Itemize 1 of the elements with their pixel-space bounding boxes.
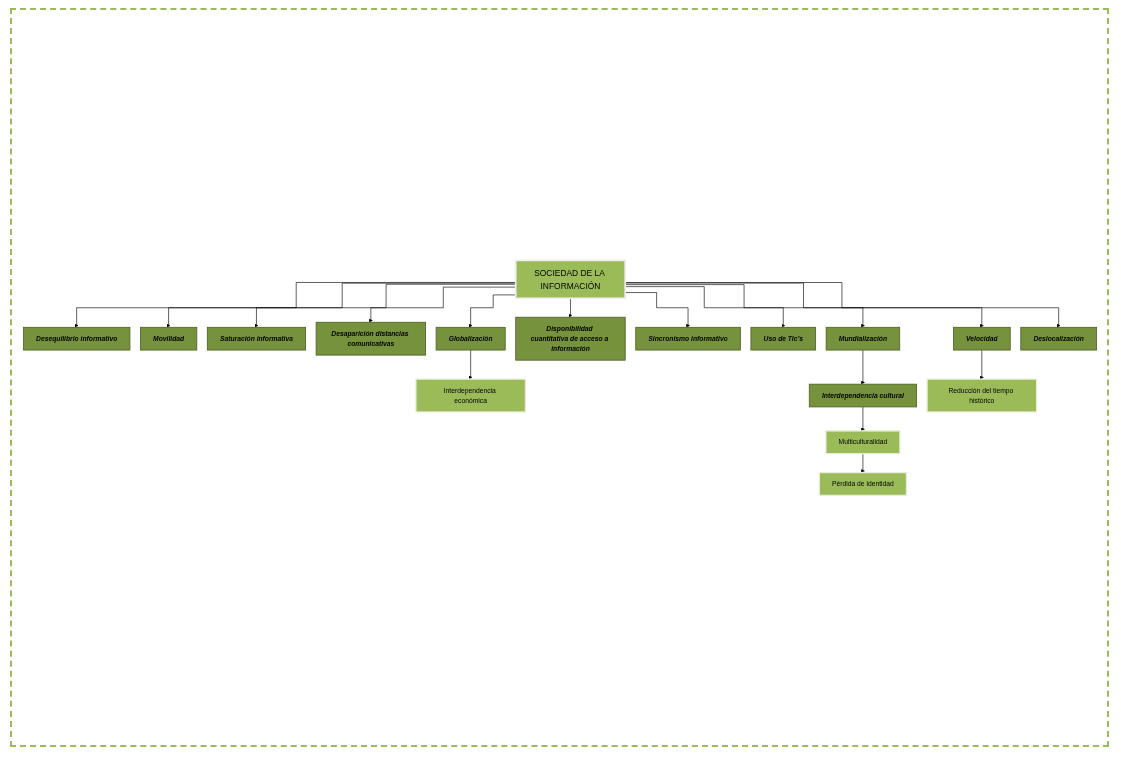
node-box: SOCIEDAD DE LA INFORMACIÓN — [514, 259, 626, 299]
